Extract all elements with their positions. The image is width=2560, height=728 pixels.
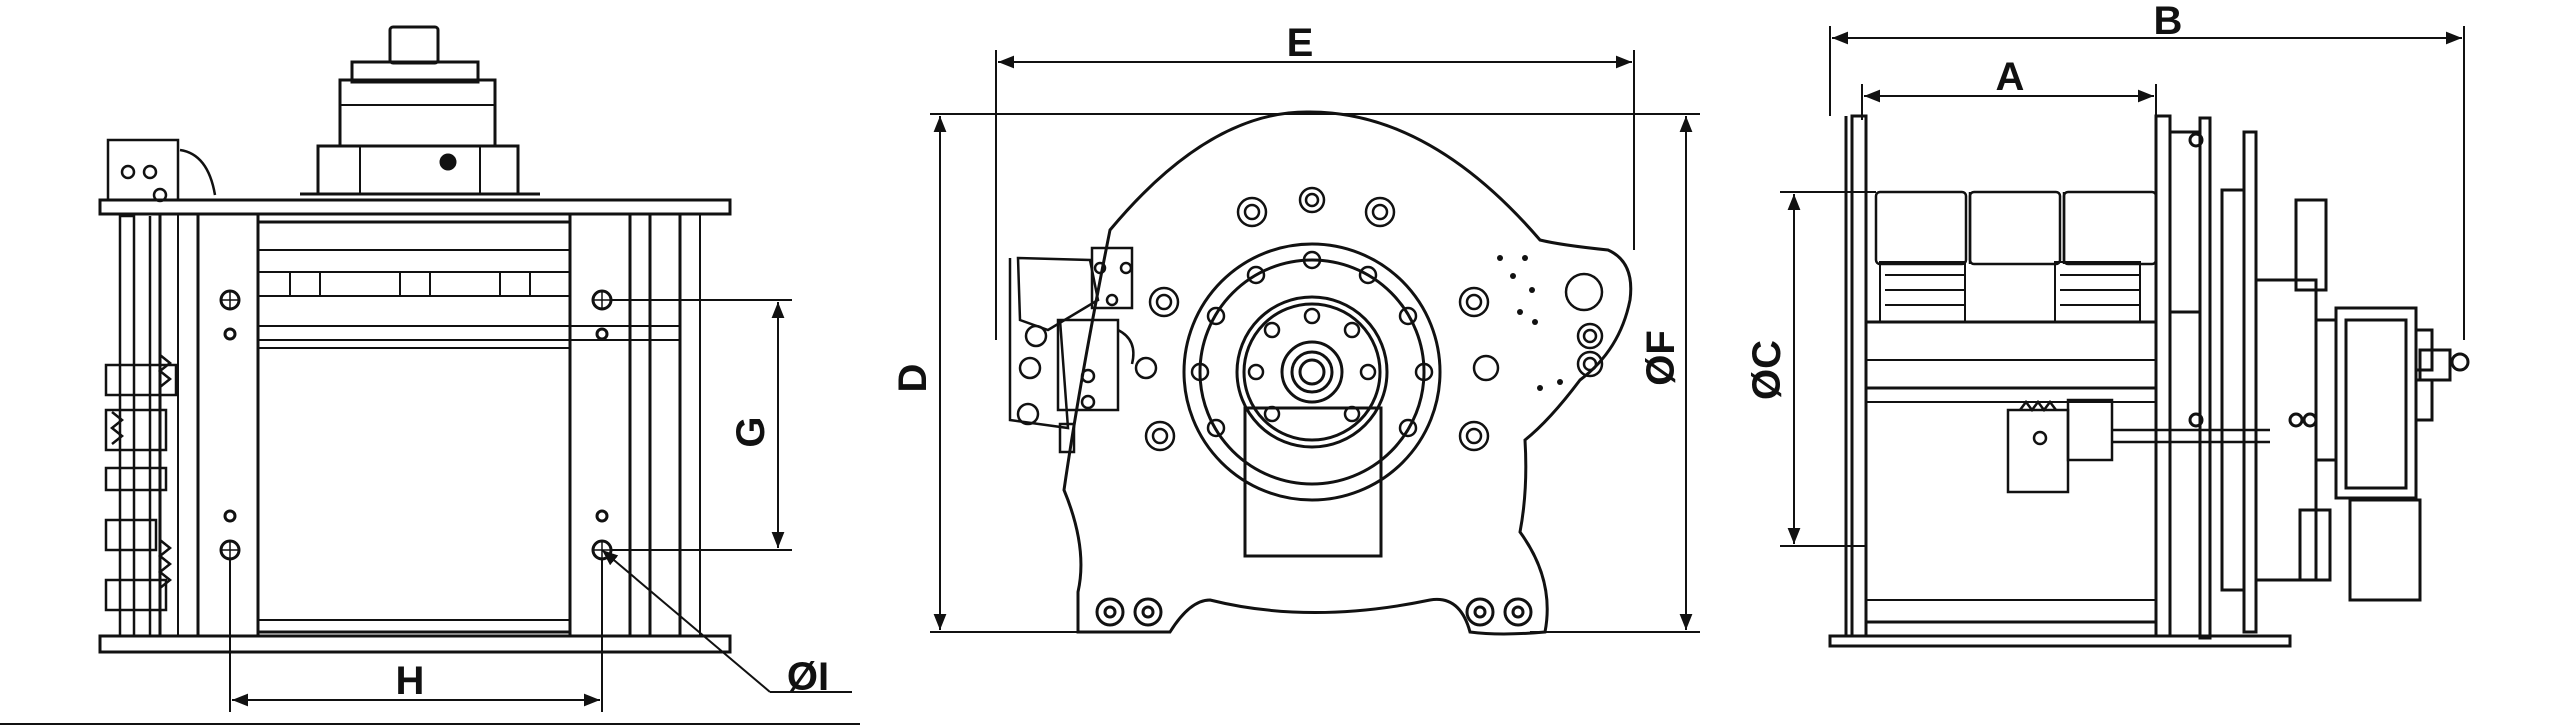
base-plate [98, 634, 732, 654]
right-frame-post [568, 212, 632, 638]
dimension-i [601, 549, 852, 693]
motor-housing [300, 25, 540, 196]
dim-label-g: G [729, 416, 773, 447]
band-brake [1008, 246, 1135, 454]
dim-label-a: A [1996, 55, 2025, 99]
drum-segments [1874, 190, 2158, 266]
outer-flange [1182, 242, 1442, 502]
dim-label-e: E [1287, 21, 1314, 65]
lower-mechanism [2006, 398, 2270, 494]
drum-left-flange [1850, 114, 1868, 638]
top-plate [98, 198, 732, 216]
hub [1280, 340, 1344, 404]
front-view [1008, 110, 1633, 636]
left-view [0, 25, 860, 725]
dim-label-c: ØC [1745, 340, 1789, 400]
dim-label-b: B [2154, 0, 2183, 43]
drum-body [256, 220, 572, 634]
housing-outline [1062, 110, 1633, 636]
dimension-c [1780, 191, 1876, 547]
dim-label-i: ØI [787, 655, 829, 699]
brake-mechanism [104, 138, 217, 638]
drum [1864, 320, 2158, 390]
dimension-g [612, 299, 792, 551]
dimension-f [1310, 113, 1700, 633]
dimension-e [995, 50, 1635, 340]
dimension-a [1861, 84, 2157, 120]
dim-label-h: H [396, 659, 425, 703]
lower-bracket [1243, 406, 1383, 558]
dim-label-f: ØF [1639, 330, 1683, 386]
drum-right-flange [2154, 114, 2172, 638]
left-frame-post [196, 212, 260, 638]
rope-coils [1879, 261, 2141, 323]
dimension-d [930, 113, 1310, 633]
dimension-b [1829, 26, 2465, 340]
dim-label-d: D [891, 364, 935, 393]
side-view [1828, 114, 2470, 648]
dimension-h [229, 560, 603, 712]
